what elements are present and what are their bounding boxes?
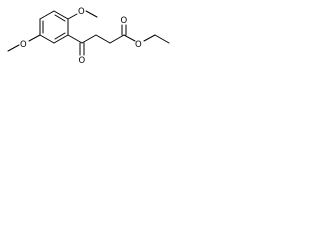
ketone-group: O [67, 34, 86, 66]
methoxy-group-top: O [67, 7, 98, 20]
methoxy-oxygen-top-label: O [78, 7, 85, 17]
carbon-chain [81, 34, 125, 44]
structural-formula: O O O O O [7, 7, 170, 66]
methoxy-group-left: O [7, 34, 41, 52]
ring-bond-c6-c1 [39, 10, 55, 20]
ring-double-bond-inner-1 [54, 14, 66, 22]
chain-bond-3 [109, 34, 125, 44]
chain-bond-2 [95, 34, 111, 44]
ethyl-bond [154, 34, 170, 44]
ring-bond-c1-c2 [53, 10, 69, 20]
ester-ether-oxygen-label: O [135, 40, 142, 50]
bond-ester-carbon-to-ether-oxygen [123, 34, 136, 42]
ring-bond-c3-c4 [53, 34, 69, 44]
bond-ring-to-methoxy-oxygen-top [67, 13, 78, 20]
ketone-oxygen-label: O [79, 56, 86, 66]
ester-group: O O [121, 16, 143, 50]
ethyl-group [143, 34, 170, 44]
chain-bond-1 [81, 34, 97, 44]
bond-methoxy-oxygen-to-methyl-top [85, 10, 98, 18]
bond-methoxy-oxygen-to-methyl-left [7, 44, 20, 52]
ring-bond-c4-c5 [39, 34, 55, 44]
bond-ring-to-methoxy-oxygen-left [28, 34, 41, 42]
benzene-ring [39, 10, 69, 44]
bond-ether-oxygen-to-ethyl-carbon [143, 34, 156, 42]
bond-ring-to-ketone-carbon [67, 34, 83, 44]
ester-carbonyl-oxygen-label: O [121, 16, 128, 26]
methoxy-oxygen-left-label: O [20, 40, 27, 50]
ring-double-bond-inner-2 [54, 32, 66, 40]
